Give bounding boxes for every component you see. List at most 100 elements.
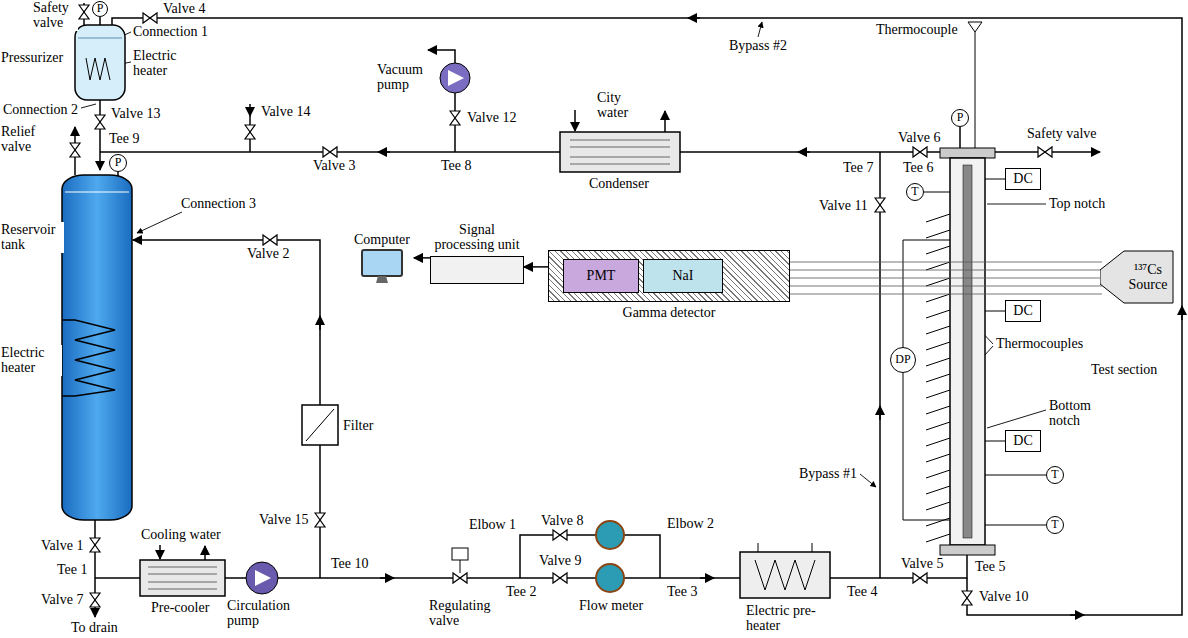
flow-arrows — [1070, 614, 1084, 616]
node-text: DC — [1013, 303, 1032, 318]
component-label: Connection 2 — [2, 102, 79, 117]
component-label: Elbow 1 — [468, 517, 517, 532]
thermocouple-fins — [926, 214, 950, 222]
vacuum-pump — [440, 63, 470, 93]
pre-cooler — [148, 567, 217, 589]
thermocouple-fins — [926, 454, 950, 462]
component-label: Bottom notch — [1048, 398, 1110, 429]
valve-symbol — [875, 198, 885, 212]
component-label: Valve 3 — [312, 158, 356, 173]
leader-lines — [137, 212, 182, 233]
instrument-stubs — [985, 179, 1005, 441]
test-section — [975, 32, 976, 148]
valve-symbol — [70, 143, 80, 157]
flow-arrows — [879, 406, 881, 420]
valve-symbol — [962, 591, 972, 605]
component-label: Valve 15 — [258, 512, 309, 527]
regulating-actuator — [452, 548, 468, 573]
temperature-sensor: T — [1046, 516, 1064, 534]
temperature-sensor: T — [1046, 466, 1064, 484]
component-label: Valve 12 — [466, 110, 517, 125]
component-label: Valve 5 — [900, 556, 944, 571]
component-label: Valve 13 — [110, 106, 161, 121]
pre-cooler — [140, 560, 225, 596]
temperature-sensor: T — [906, 183, 924, 201]
valve-symbol — [913, 573, 927, 583]
leader-lines — [860, 474, 876, 487]
circulation-pump — [255, 570, 271, 586]
condenser — [560, 132, 680, 172]
node-text: T — [911, 185, 918, 198]
leader-lines — [987, 410, 1046, 428]
component-label: Valve 14 — [260, 104, 311, 119]
vacuum-pump — [448, 70, 464, 86]
component-label: Cooling water — [140, 527, 222, 542]
flow-meter — [596, 521, 624, 592]
pipe-lines — [75, 3, 1182, 617]
component-label: Valve 6 — [897, 130, 941, 145]
node-text: P — [115, 156, 122, 169]
thermocouple-fins — [926, 358, 950, 366]
test-section — [950, 158, 985, 545]
pressurizer-vessel — [86, 58, 110, 80]
gamma-beam — [790, 270, 1102, 271]
component-label: Connection 1 — [132, 24, 209, 39]
pressurizer-vessel — [75, 25, 125, 100]
component-label: Electric heater — [132, 48, 194, 79]
instrument-stubs — [903, 240, 950, 520]
thermocouple-fins — [926, 502, 950, 510]
node-text: PMT — [587, 268, 616, 283]
pipe-lines — [520, 535, 660, 578]
flow-arrows — [1181, 306, 1183, 320]
thermocouple-fins — [926, 470, 950, 478]
pressure-gauge: P — [109, 154, 127, 172]
valve-symbol — [90, 538, 100, 552]
flow-meter — [596, 564, 624, 592]
component-label: Valve 9 — [538, 553, 582, 568]
gamma-beam — [790, 286, 1102, 287]
component-label: Tee 10 — [330, 556, 370, 571]
node-text: Source — [1129, 277, 1168, 292]
component-label: Regulating valve — [428, 598, 502, 629]
valve-symbol — [450, 111, 460, 125]
circulation-pump — [246, 562, 278, 594]
node-text: P — [97, 2, 104, 15]
component-label: Vacuum pump — [376, 62, 434, 93]
node-text: Computer — [354, 232, 410, 247]
thermocouple-fins — [926, 422, 950, 430]
signal-arrow — [524, 266, 548, 268]
filter — [306, 409, 334, 441]
component-label: Tee 3 — [666, 584, 699, 599]
pre-cooler — [140, 560, 225, 596]
component-label: Valve 10 — [978, 589, 1029, 604]
node-text: Signal processing unit — [430, 222, 524, 253]
thermocouple-fins — [926, 326, 950, 334]
unit-box — [430, 256, 524, 284]
pressurizer-vessel — [75, 25, 125, 100]
signal-arrow — [414, 257, 430, 259]
component-label: Tee 5 — [974, 559, 1007, 574]
condenser — [570, 140, 670, 164]
flow-arrows — [700, 577, 714, 579]
component-label: Bypass #2 — [728, 38, 788, 53]
node-text: P — [957, 111, 964, 124]
component-label: Top notch — [1048, 196, 1106, 211]
thermocouple-fins — [926, 230, 950, 238]
component-label: Electric pre-heater — [745, 603, 832, 634]
valve-symbol — [315, 513, 325, 527]
component-label: Circulation pump — [226, 598, 304, 629]
flow-arrows — [204, 546, 206, 560]
valve-symbol — [553, 530, 567, 540]
dc-box: DC — [1005, 430, 1041, 452]
circulation-pump — [246, 562, 278, 594]
regulating-actuator — [460, 560, 461, 573]
flow-arrows — [160, 18, 1182, 615]
component-label: Safety valve — [32, 0, 78, 31]
node-text: DC — [1013, 171, 1032, 186]
component-label: Thermocouple — [875, 22, 959, 37]
valve-symbol — [323, 147, 337, 157]
component-label: Valve 7 — [40, 592, 84, 607]
test-section — [963, 165, 972, 538]
flow-arrows — [319, 316, 321, 330]
valve-symbol — [263, 235, 277, 245]
